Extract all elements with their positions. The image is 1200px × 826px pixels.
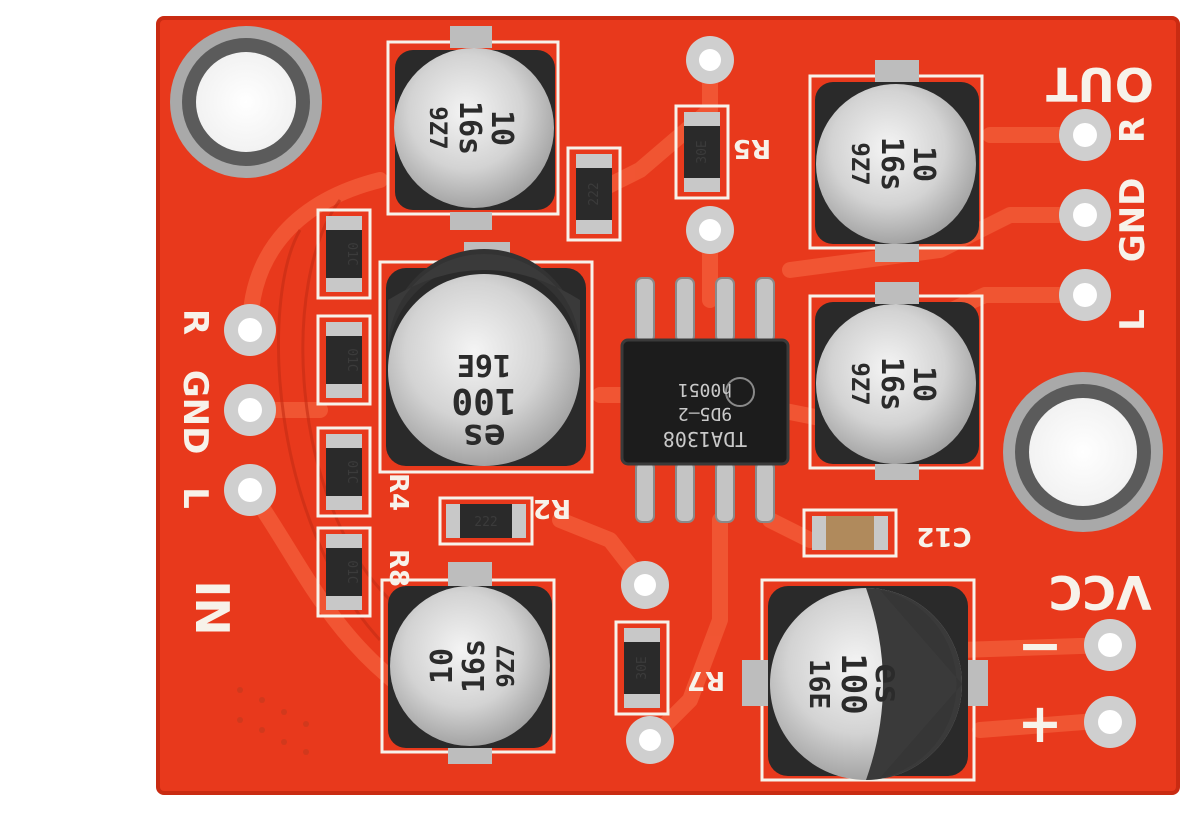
pad-out-gnd: [1059, 189, 1111, 241]
label-plus: +: [1017, 692, 1062, 755]
resistor-r8-code: 01C: [344, 560, 359, 583]
resistor-r7-code: 30E: [635, 656, 650, 679]
pad-in-r: [224, 304, 276, 356]
label-r8: R8: [383, 549, 413, 587]
resistor-r2: 222: [446, 504, 526, 538]
cap-100-bottom: es 100 16E: [742, 586, 988, 780]
cap-top-right-line1: 10: [906, 146, 941, 182]
cap-top-right-line3: 9Z7: [846, 142, 874, 185]
ic-line3: h0051: [678, 379, 732, 400]
cap-bottom-left-line1: 10: [425, 648, 460, 684]
cap-top-left: 10 16s 9Z7: [394, 26, 555, 230]
label-c12: C12: [916, 521, 971, 551]
cap-bottom-left-line2: 16s: [457, 639, 492, 693]
resistor-left-2-code: 01C: [344, 348, 359, 371]
mounting-hole-top-left: [170, 26, 322, 178]
cap-100-left: es 100 16E: [386, 242, 586, 466]
capacitor-c12: [812, 516, 888, 550]
ic-line1: TDA1308: [663, 427, 747, 451]
via-top: [686, 36, 734, 84]
pad-in-gnd: [224, 384, 276, 436]
cap-mid-right-line3: 9Z7: [846, 362, 874, 405]
pad-in-l: [224, 464, 276, 516]
label-out-r: R: [1113, 117, 1153, 143]
cap-mid-right-line2: 16s: [874, 357, 909, 411]
resistor-r2-code: 222: [474, 515, 497, 530]
label-r5: R5: [733, 133, 771, 163]
label-in-gnd: GND: [175, 370, 215, 455]
resistor-left-2: 01C: [326, 322, 362, 398]
resistor-222-upper: 222: [576, 154, 612, 234]
via-low: [621, 561, 669, 609]
resistor-r4: 01C: [326, 434, 362, 510]
label-out: OUT: [1045, 57, 1153, 111]
label-r7: R7: [687, 665, 725, 695]
cap-bottom-left: 10 16s 9Z7: [388, 562, 552, 764]
via-bottom: [626, 716, 674, 764]
resistor-r4-code: 01C: [344, 460, 359, 483]
smd-resistors: 222 30E 01C 01C 01C: [326, 112, 888, 708]
cap-100-left-line1: es: [462, 416, 505, 457]
decorative-vias: [237, 687, 309, 755]
pad-out-l: [1059, 269, 1111, 321]
label-r4: R4: [383, 473, 413, 511]
label-in-l: L: [175, 487, 215, 509]
cap-top-left-line2: 16s: [452, 101, 487, 155]
label-vcc: VCC: [1048, 565, 1151, 619]
label-in: IN: [185, 580, 239, 636]
ic-line2: 9D5—2: [678, 403, 732, 424]
cap-top-left-line1: 10: [484, 110, 519, 146]
label-out-l: L: [1113, 309, 1153, 331]
resistor-222-upper-code: 222: [587, 182, 602, 205]
resistor-left-1-code: 01C: [344, 242, 359, 265]
mounting-hole-right: [1003, 372, 1163, 532]
cap-mid-right: 10 16s 9Z7: [815, 282, 979, 480]
cap-mid-right-line1: 10: [906, 366, 941, 402]
cap-top-left-line3: 9Z7: [424, 106, 452, 149]
cap-bottom-left-line3: 9Z7: [492, 644, 520, 687]
resistor-r5: 30E: [684, 112, 720, 192]
resistor-left-1: 01C: [326, 216, 362, 292]
cap-100-left-line2: 100: [451, 380, 516, 421]
pad-out-r: [1059, 109, 1111, 161]
label-in-r: R: [175, 309, 215, 335]
cap-100-bottom-line3: 16E: [803, 659, 836, 710]
via-mid: [686, 206, 734, 254]
cap-top-right-line2: 16s: [874, 137, 909, 191]
silkscreen-labels: OUT R GND L R GND L IN VCC − + R2 R4 R5 …: [175, 57, 1154, 755]
pad-vcc-minus: [1084, 619, 1136, 671]
label-minus: −: [1017, 614, 1062, 677]
cap-100-left-line3: 16E: [457, 347, 511, 382]
resistor-r8: 01C: [326, 534, 362, 610]
ic-tda1308: TDA1308 9D5—2 h0051: [620, 277, 790, 523]
cap-top-right: 10 16s 9Z7: [815, 60, 979, 262]
resistor-r5-code: 30E: [695, 140, 710, 163]
pad-vcc-plus: [1084, 696, 1136, 748]
label-out-gnd: GND: [1113, 178, 1153, 263]
through-hole-pads: [224, 36, 1136, 764]
cap-100-bottom-line2: 100: [833, 653, 873, 714]
label-r2: R2: [533, 493, 571, 523]
cap-100-bottom-line1: es: [867, 664, 907, 705]
resistor-r7: 30E: [624, 628, 660, 708]
